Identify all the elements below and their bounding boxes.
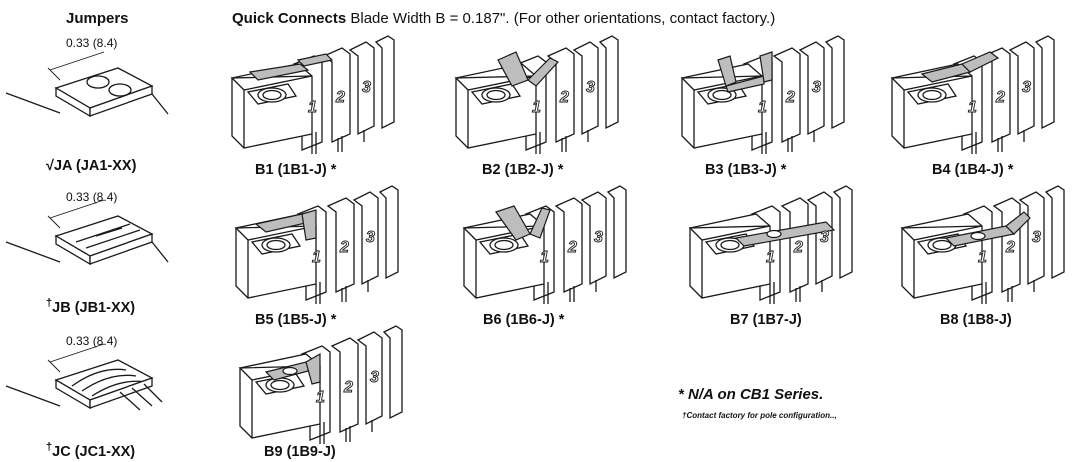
terminal-number-3: 3 xyxy=(366,229,375,246)
terminal-number-2: 2 xyxy=(785,89,795,106)
terminal-number-1: 1 xyxy=(758,99,767,116)
jumper-jc-dimension: 0.33 (8.4) xyxy=(66,334,118,348)
terminal-number-3: 3 xyxy=(362,79,371,96)
quick-connects-title: Quick Connects Blade Width B = 0.187". (… xyxy=(232,10,775,27)
jumper-ja-icon xyxy=(5,51,169,118)
quick-connects-title-bold: Quick Connects xyxy=(232,10,347,27)
quick-connect-b2-label: B2 (1B2-J) * xyxy=(482,162,564,178)
quick-connect-b4-label: B4 (1B4-J) * xyxy=(932,162,1014,178)
terminal-number-3: 3 xyxy=(812,79,821,96)
quick-connect-b5-icon: 1 2 3 xyxy=(235,185,399,305)
note-contact-factory: †Contact factory for pole configuration.… xyxy=(682,411,837,420)
terminal-number-2: 2 xyxy=(343,379,353,396)
terminal-number-3: 3 xyxy=(1022,79,1031,96)
terminal-number-2: 2 xyxy=(995,89,1005,106)
terminal-number-3: 3 xyxy=(586,79,595,96)
terminal-number-2: 2 xyxy=(559,89,569,106)
terminal-number-1: 1 xyxy=(316,389,325,406)
terminal-number-1: 1 xyxy=(766,249,775,266)
terminal-number-3: 3 xyxy=(820,229,829,246)
jumper-jc-prefix: † xyxy=(46,441,53,453)
jumpers-header: Jumpers xyxy=(66,10,129,27)
quick-connect-b8-icon: 1 2 3 xyxy=(901,185,1065,305)
quick-connect-b7-label: B7 (1B7-J) xyxy=(730,312,802,328)
terminal-number-1: 1 xyxy=(968,99,977,116)
quick-connect-b9-label: B9 (1B9-J) xyxy=(264,444,336,460)
terminal-number-1: 1 xyxy=(308,99,317,116)
terminal-number-2: 2 xyxy=(339,239,349,256)
terminal-number-1: 1 xyxy=(312,249,321,266)
quick-connect-b1-label: B1 (1B1-J) * xyxy=(255,162,337,178)
jumper-ja-name: JA (JA1-XX) xyxy=(53,158,137,174)
quick-connect-b6-label: B6 (1B6-J) * xyxy=(483,312,565,328)
terminal-number-1: 1 xyxy=(540,249,549,266)
terminal-number-2: 2 xyxy=(793,239,803,256)
quick-connect-b2-icon: 1 2 3 xyxy=(455,35,619,155)
terminal-number-3: 3 xyxy=(594,229,603,246)
terminal-number-1: 1 xyxy=(532,99,541,116)
quick-connect-b3-label: B3 (1B3-J) * xyxy=(705,162,787,178)
jumper-ja-dimension: 0.33 (8.4) xyxy=(66,36,118,50)
terminal-number-2: 2 xyxy=(1005,239,1015,256)
quick-connect-b7-icon: 1 2 3 xyxy=(689,185,853,305)
terminal-number-3: 3 xyxy=(1032,229,1041,246)
quick-connect-b3-icon: 1 2 3 xyxy=(681,35,845,155)
jumper-jb-label: †JB (JB1-XX) xyxy=(46,297,136,316)
jumper-jc-name: JC (JC1-XX) xyxy=(52,444,136,460)
quick-connect-b6-icon: 1 2 3 xyxy=(463,185,627,305)
quick-connect-b5-label: B5 (1B5-J) * xyxy=(255,312,337,328)
jumper-jc-label: †JC (JC1-XX) xyxy=(46,441,136,460)
jumper-jb-icon xyxy=(5,199,169,266)
terminal-number-3: 3 xyxy=(370,369,379,386)
jumper-jb-name: JB (JB1-XX) xyxy=(52,300,136,316)
terminal-number-2: 2 xyxy=(335,89,345,106)
quick-connect-b8-label: B8 (1B8-J) xyxy=(940,312,1012,328)
jumper-ja-prefix: √ xyxy=(46,158,54,174)
quick-connect-b4-icon: 1 2 3 xyxy=(891,35,1055,155)
terminal-number-1: 1 xyxy=(978,249,987,266)
jumper-jb-dimension: 0.33 (8.4) xyxy=(66,190,118,204)
jumper-jb-prefix: † xyxy=(46,297,53,309)
jumper-ja-label: √JA (JA1-XX) xyxy=(46,158,136,174)
note-na-cb1: * N/A on CB1 Series. xyxy=(678,386,824,403)
jumper-jc-icon xyxy=(5,343,163,411)
quick-connects-title-rest: Blade Width B = 0.187". (For other orien… xyxy=(350,10,776,27)
quick-connect-b1-icon: 1 2 3 xyxy=(231,35,395,155)
quick-connect-b9-icon: 1 2 3 xyxy=(239,325,403,445)
terminal-number-2: 2 xyxy=(567,239,577,256)
